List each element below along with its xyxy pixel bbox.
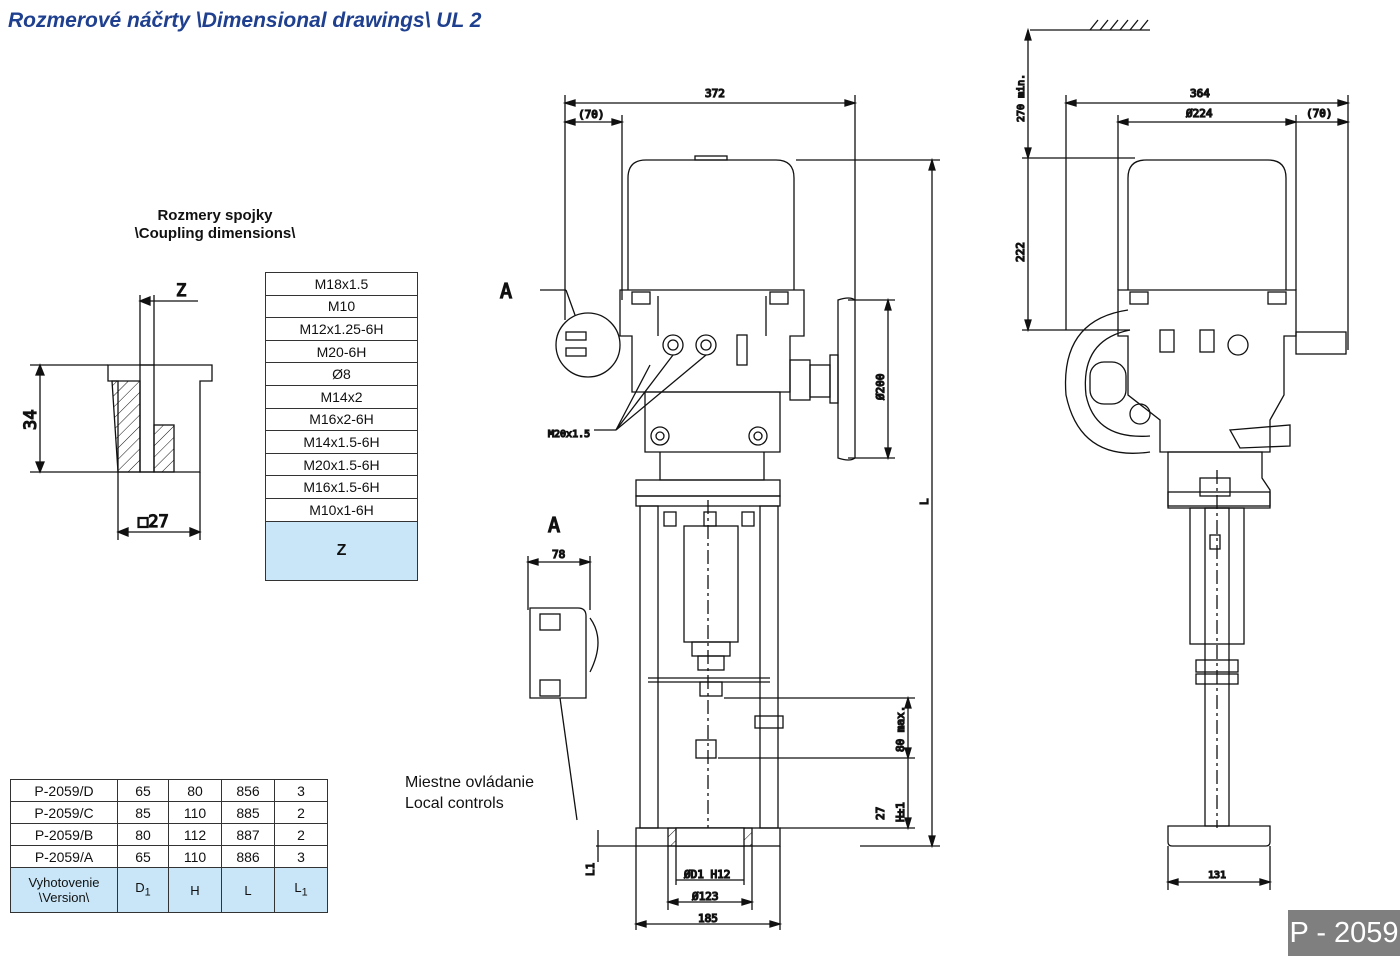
version-cell: P-2059/B [10, 823, 118, 846]
coupling-header-z: Z [265, 520, 418, 581]
dim-d200: Ø200 [874, 374, 887, 401]
dim-34: 34 [21, 410, 41, 430]
table-row: Ø8 [265, 362, 418, 386]
local-controls-line2: Local controls [405, 795, 504, 812]
table-row: M14x1.5-6H [265, 430, 418, 454]
label-a-detail: A [548, 513, 560, 537]
coupling-caption-line1: Rozmery spojky [157, 207, 273, 224]
table-row: M14x2 [265, 384, 418, 409]
dim-d123: Ø123 [692, 890, 719, 903]
coupling-caption-line2: \Coupling dimensions\ [134, 225, 296, 242]
header-l: L [221, 867, 275, 913]
version-cell: P-2059/A [10, 845, 118, 868]
coupling-section [30, 295, 213, 540]
dim-78: 78 [552, 548, 565, 561]
header-h: H [168, 867, 222, 913]
header-d1-sub: 1 [144, 886, 151, 899]
d1-cell: 80 [117, 823, 169, 846]
dim-l: L [918, 498, 931, 505]
coupling-cell: M20-6H [265, 339, 418, 364]
h-cell: 80 [168, 779, 222, 802]
l1-cell: 2 [274, 823, 328, 846]
dim-131: 131 [1208, 870, 1226, 881]
dim-270min: 270 min. [1016, 74, 1027, 122]
coupling-cell: M18x1.5 [265, 272, 418, 296]
h-cell: 112 [168, 823, 222, 846]
dim-70-left: (70) [578, 108, 605, 121]
header-version: Vyhotovenie\Version\ [10, 867, 118, 913]
label-m20: M20x1.5 [548, 429, 590, 440]
dim-364: 364 [1190, 87, 1210, 100]
local-controls-label: Miestne ovládanie Local controls [405, 772, 534, 814]
header-version-line1: Vyhotovenie [28, 875, 100, 890]
local-controls-line1: Miestne ovládanie [405, 774, 534, 791]
coupling-cell: M10 [265, 294, 418, 319]
table-row: M20x1.5-6H [265, 452, 418, 477]
dim-372: 372 [705, 87, 725, 100]
header-d1: D1 [117, 867, 169, 913]
coupling-cell: M10x1-6H [265, 497, 418, 522]
dim-z: Z [176, 281, 186, 301]
dim-d224: Ø224 [1186, 107, 1213, 120]
front-view [525, 95, 940, 930]
drawing-code-badge: P - 2059 [1288, 910, 1400, 956]
coupling-cell: M16x2-6H [265, 407, 418, 432]
d1-cell: 85 [117, 801, 169, 824]
l-cell: 885 [221, 801, 275, 824]
table-row: M18x1.5 [265, 272, 418, 296]
coupling-cell: M16x1.5-6H [265, 475, 418, 499]
version-cell: P-2059/C [10, 801, 118, 824]
coupling-cell: M14x2 [265, 384, 418, 409]
header-d1-letter: D [135, 879, 145, 895]
dim-l1: L1 [584, 863, 597, 876]
table-row: M20-6H [265, 339, 418, 364]
header-version-line2: \Version\ [38, 890, 90, 905]
coupling-cell: M12x1.25-6H [265, 317, 418, 341]
h-cell: 110 [168, 801, 222, 824]
l-cell: 887 [221, 823, 275, 846]
table-header-row: Z [265, 520, 418, 581]
d1-cell: 65 [117, 845, 169, 868]
header-l1: L1 [274, 867, 328, 913]
l-cell: 886 [221, 845, 275, 868]
l1-cell: 3 [274, 779, 328, 802]
version-cell: P-2059/D [10, 779, 118, 802]
header-l1-letter: L [294, 879, 302, 895]
table-row: M16x1.5-6H [265, 475, 418, 499]
h-cell: 110 [168, 845, 222, 868]
coupling-caption: Rozmery spojky \Coupling dimensions\ [105, 207, 325, 243]
dim-70-right: (70) [1306, 107, 1333, 120]
dim-d1: ØD1 H12 [684, 868, 730, 881]
table-row: M10 [265, 294, 418, 319]
header-l1-sub: 1 [301, 886, 308, 899]
dim-sq27: □27 [138, 512, 169, 532]
dim-80max: 80 max. [894, 706, 907, 752]
dim-222: 222 [1014, 242, 1027, 262]
label-a: A [500, 279, 512, 303]
coupling-cell: M14x1.5-6H [265, 430, 418, 454]
l-cell: 856 [221, 779, 275, 802]
dim-27: 27 [874, 807, 887, 820]
table-row: M12x1.25-6H [265, 317, 418, 341]
table-header-row: Vyhotovenie\Version\ D1 H L L1 [10, 867, 328, 913]
coupling-cell: M20x1.5-6H [265, 452, 418, 477]
d1-cell: 65 [117, 779, 169, 802]
coupling-table: M18x1.5 M10 M12x1.25-6H M20-6H Ø8 M14x2 … [265, 272, 418, 581]
side-view [1022, 19, 1351, 890]
table-row: M10x1-6H [265, 497, 418, 522]
page-title: Rozmerové náčrty \Dimensional drawings\ … [8, 9, 482, 32]
dim-h: H±1 [894, 802, 907, 822]
dim-185: 185 [698, 912, 718, 925]
l1-cell: 3 [274, 845, 328, 868]
coupling-cell: Ø8 [265, 362, 418, 386]
table-row: M16x2-6H [265, 407, 418, 432]
l1-cell: 2 [274, 801, 328, 824]
